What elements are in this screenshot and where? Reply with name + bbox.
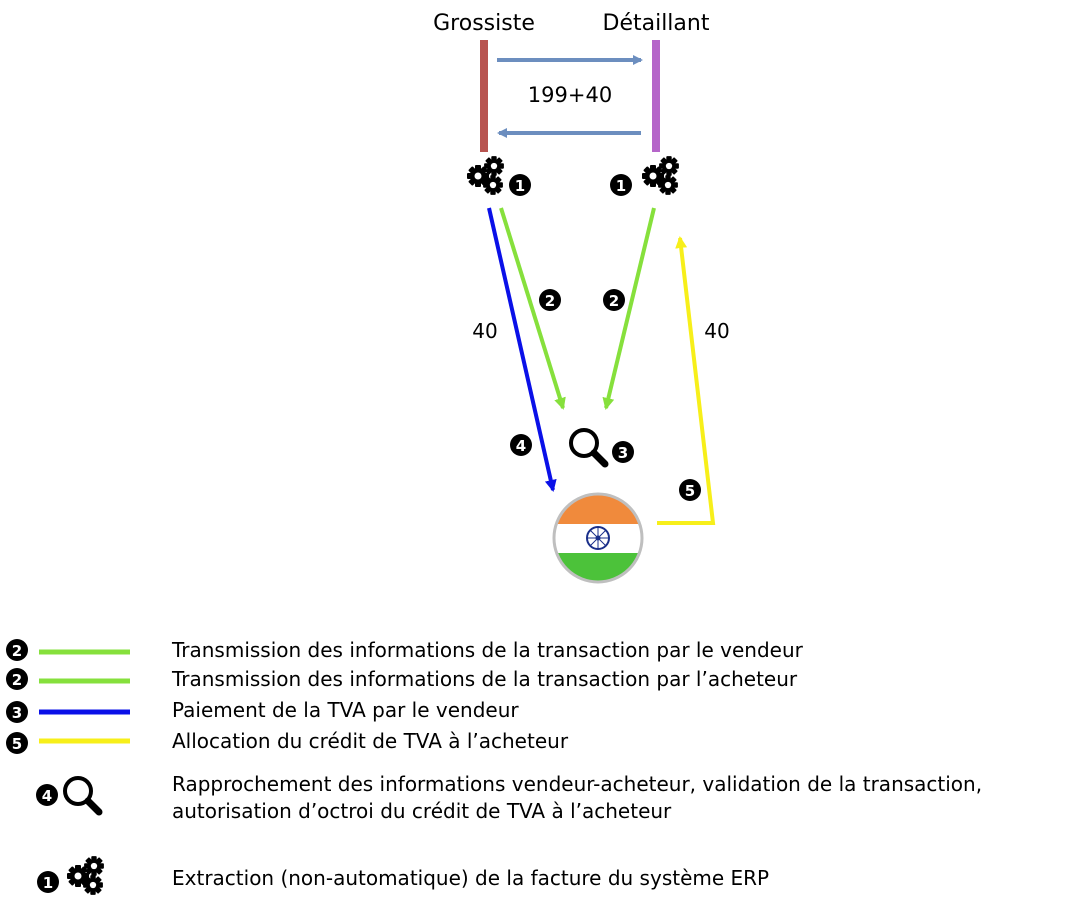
badge-2: 2: [603, 289, 625, 311]
india-flag-icon: [552, 492, 644, 584]
legend-extraction: Extraction (non-automatique) de la factu…: [172, 866, 770, 890]
transaction-amount: 199+40: [528, 83, 612, 107]
svg-text:2: 2: [12, 642, 22, 660]
svg-text:3: 3: [618, 444, 628, 462]
legend-matching-line2: autorisation d’octroi du crédit de TVA à…: [172, 799, 672, 823]
badge-5: 5: [679, 479, 701, 501]
gears-icon: [67, 856, 104, 895]
badge-1: 1: [610, 174, 632, 196]
gears-icon: [467, 156, 504, 195]
legend-buyer-transmission: Transmission des informations de la tran…: [172, 667, 798, 691]
badge-3: 3: [612, 441, 634, 463]
legend-row-buyer: 2: [6, 668, 130, 690]
vat-payment-amount: 40: [472, 319, 497, 343]
badge-1: 1: [509, 174, 531, 196]
svg-text:1: 1: [616, 177, 626, 195]
legend-seller-transmission: Transmission des informations de la tran…: [172, 638, 803, 662]
vat-credit-arrow: [657, 236, 716, 525]
retailer-title: Détaillant: [603, 11, 710, 36]
gears-icon: [642, 156, 679, 195]
svg-text:5: 5: [685, 482, 695, 500]
svg-text:1: 1: [515, 177, 525, 195]
svg-text:3: 3: [12, 704, 22, 722]
legend-row-extraction: 1: [37, 856, 104, 895]
svg-text:4: 4: [516, 437, 526, 455]
legend-row-matching: 4: [36, 778, 99, 812]
svg-text:2: 2: [12, 671, 22, 689]
legend-row-vat-credit: 5: [6, 732, 130, 754]
svg-text:4: 4: [42, 787, 52, 805]
buyer-transmission-arrow: [602, 207, 656, 410]
legend-row-seller: 2: [6, 639, 130, 661]
svg-text:5: 5: [12, 735, 22, 753]
retailer-bar: [652, 40, 660, 152]
magnifier-icon: [571, 430, 605, 464]
badge-4: 4: [510, 434, 532, 456]
legend-vat-payment: Paiement de la TVA par le vendeur: [172, 698, 519, 722]
legend-vat-credit-allocation: Allocation du crédit de TVA à l’acheteur: [172, 729, 569, 753]
magnifier-icon: [65, 778, 99, 812]
svg-text:2: 2: [545, 292, 555, 310]
wholesaler-bar: [480, 40, 488, 152]
vat-credit-amount: 40: [704, 319, 729, 343]
svg-text:1: 1: [43, 874, 53, 892]
legend-matching-line1: Rapprochement des informations vendeur-a…: [172, 772, 983, 796]
legend-row-vat-payment: 3: [6, 701, 130, 723]
vat-payment-arrow: [487, 207, 557, 492]
wholesaler-title: Grossiste: [433, 11, 535, 36]
svg-text:2: 2: [609, 292, 619, 310]
seller-transmission-arrow: [499, 207, 566, 410]
badge-2: 2: [539, 289, 561, 311]
